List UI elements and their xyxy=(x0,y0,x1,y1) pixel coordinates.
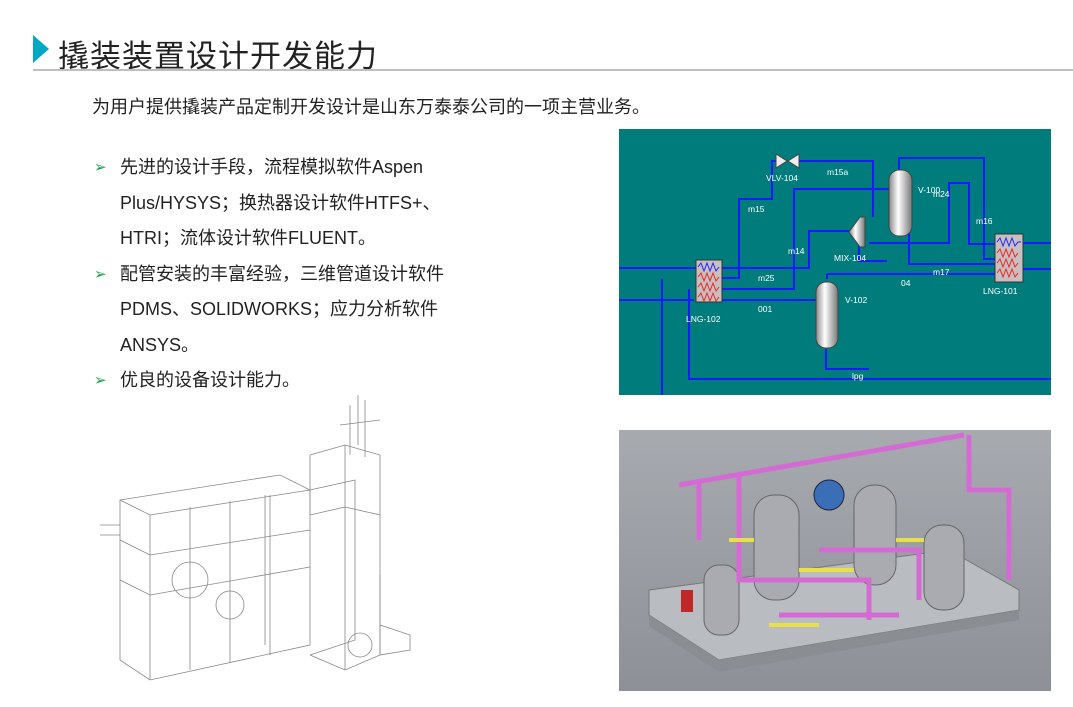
skid-3d-render-image xyxy=(619,430,1051,691)
lng-102-exchanger xyxy=(695,259,723,303)
label-m14: m14 xyxy=(788,246,805,256)
label-04: 04 xyxy=(901,278,911,288)
v-102-vessel xyxy=(815,281,839,349)
mix-104-mixer xyxy=(848,216,866,248)
bullet-text: Plus/HYSYS；换热器设计软件HTFS+、 xyxy=(120,192,441,213)
title-divider xyxy=(33,69,1073,71)
bullet-text: 优良的设备设计能力。 xyxy=(120,370,300,390)
label-vlv-104: VLV-104 xyxy=(766,173,798,183)
label-m25: m25 xyxy=(758,273,775,283)
label-lng-101: LNG-101 xyxy=(983,286,1018,296)
label-m17: m17 xyxy=(933,267,950,277)
label-mix-104: MIX-104 xyxy=(834,253,866,263)
bullet-text: PDMS、SOLIDWORKS；应力分析软件 xyxy=(120,299,439,319)
bullet-item: ➢ 先进的设计手段，流程模拟软件Aspen xyxy=(94,150,494,186)
bullet-text: ANSYS。 xyxy=(120,334,200,355)
lng-101-exchanger xyxy=(994,233,1024,283)
bullet-item: ➢ 优良的设备设计能力。 xyxy=(94,363,494,399)
label-v-100: V-100 xyxy=(918,185,940,195)
bullet-text: 配管安装的丰富经验，三维管道设计软件 xyxy=(120,263,444,284)
label-m24: m24 xyxy=(933,189,950,199)
label-lng-102: LNG-102 xyxy=(686,314,721,324)
label-001: 001 xyxy=(758,304,772,314)
bullet-text: HTRI；流体设计软件FLUENT。 xyxy=(120,228,376,248)
arrow-bullet-icon: ➢ xyxy=(94,265,107,283)
label-m15a: m15a xyxy=(827,167,849,177)
arrow-bullet-icon: ➢ xyxy=(94,372,107,389)
intro-text: 为用户提供撬装产品定制开发设计是山东万泰泰公司的一项主营业务。 xyxy=(92,97,650,117)
bullet-list: ➢ 先进的设计手段，流程模拟软件Aspen Plus/HYSYS；换热器设计软件H… xyxy=(94,150,494,399)
label-v-102: V-102 xyxy=(845,295,867,305)
v-100-vessel xyxy=(888,169,913,237)
label-lpg: lpg xyxy=(852,371,864,381)
vlv-104-valve xyxy=(775,153,800,169)
title-marker-icon xyxy=(33,35,49,63)
label-m15: m15 xyxy=(748,204,765,214)
bullet-text: 先进的设计手段，流程模拟软件Aspen xyxy=(120,157,424,177)
process-flow-diagram: VLV-104 m15a m15 V-100 m24 m16 m14 MIX-1… xyxy=(619,129,1051,395)
label-m16: m16 xyxy=(976,216,993,226)
bullet-item: ➢ 配管安装的丰富经验，三维管道设计软件 xyxy=(94,257,494,293)
page-title: 撬装装置设计开发能力 xyxy=(58,39,378,74)
arrow-bullet-icon: ➢ xyxy=(94,159,107,176)
skid-wireframe-drawing xyxy=(80,395,450,695)
